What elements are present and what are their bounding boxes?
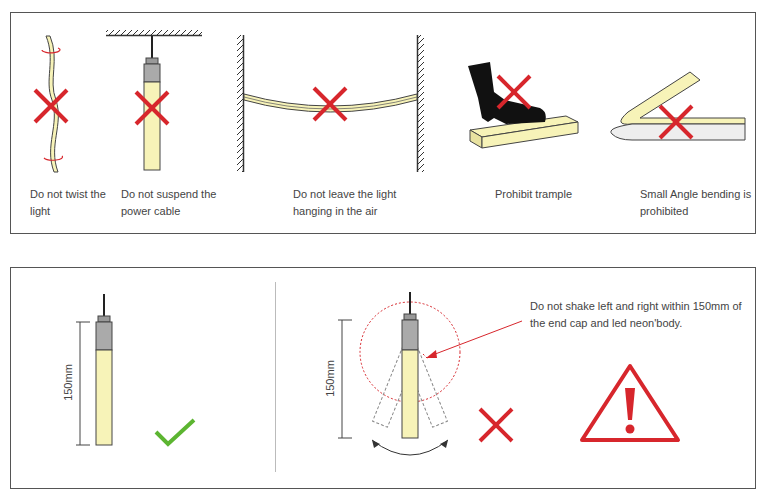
dimension-label: 150mm — [59, 365, 76, 402]
caption-text: Prohibit trample — [495, 186, 595, 203]
trampled-light — [468, 62, 578, 148]
bent-light — [611, 72, 745, 140]
suspended-light — [106, 30, 202, 170]
dimension-label: 150mm — [321, 361, 338, 398]
shaken-light — [338, 292, 522, 455]
caption-text: Do not suspend the power cable — [121, 186, 221, 220]
warning-sign — [582, 366, 678, 440]
hanging-light — [237, 35, 424, 172]
top-panel — [11, 13, 756, 234]
caption-text: Small Angle bending is prohibited — [640, 186, 758, 220]
twisted-light — [35, 36, 67, 172]
correct-light — [76, 294, 194, 445]
caption-text: Do not shake left and right within 150mm… — [530, 298, 755, 332]
caption-text: Do not leave the light hanging in the ai… — [293, 186, 428, 220]
caption-text: Do not twist the light — [30, 186, 112, 220]
divider — [275, 282, 276, 472]
bottom-panel — [11, 268, 756, 489]
